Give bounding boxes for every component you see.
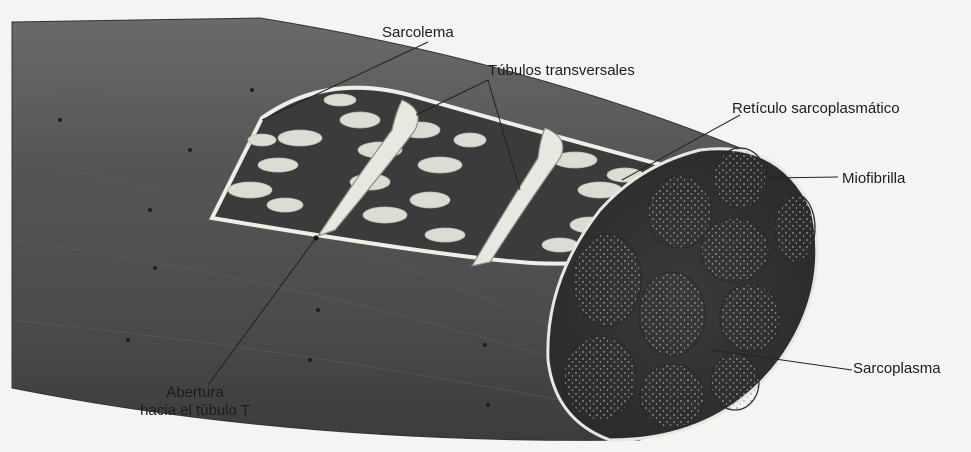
label-abertura-line2: hacia el túbulo T <box>100 402 290 420</box>
myofibril <box>573 234 641 326</box>
myofibril <box>775 194 815 262</box>
myofibril <box>711 354 759 410</box>
label-abertura-line1: Abertura <box>100 384 290 402</box>
label-tubulos-transversales: Túbulos transversales <box>488 62 635 80</box>
label-abertura: Abertura hacia el túbulo T <box>100 384 290 420</box>
myofibril <box>720 284 780 352</box>
t-tubule-opening-marker <box>314 236 319 241</box>
myofibril <box>640 364 704 428</box>
label-miofibrilla: Miofibrilla <box>842 170 905 188</box>
myofibril <box>714 148 766 208</box>
label-reticulo-sarcoplasmatico: Retículo sarcoplasmático <box>732 100 900 118</box>
myofibril <box>648 176 712 248</box>
label-sarcoplasma: Sarcoplasma <box>853 360 941 378</box>
myofibril <box>639 272 705 356</box>
myofibril <box>701 218 769 282</box>
label-sarcolema: Sarcolema <box>382 24 454 42</box>
myofibril <box>564 336 636 420</box>
